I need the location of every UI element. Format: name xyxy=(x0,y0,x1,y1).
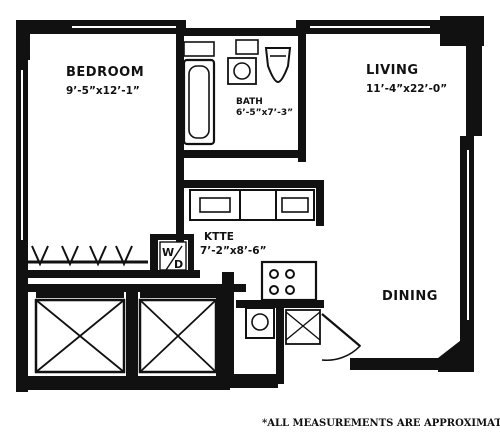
fridge xyxy=(245,307,275,339)
measurement-note: *ALL MEASUREMENTS ARE APPROXIMATE xyxy=(262,418,500,429)
wall-bath-bottom xyxy=(178,150,304,158)
closets xyxy=(34,290,218,374)
wall-closet-right xyxy=(216,290,226,378)
hanger-2 xyxy=(61,245,79,267)
closet-left-x2 xyxy=(35,299,125,373)
entry-door-swing xyxy=(321,313,362,362)
wall-wd-left xyxy=(150,236,158,274)
bedroom-dimensions: 9’-5”x12’-1” xyxy=(66,85,140,97)
wall-bottom-left xyxy=(16,376,230,390)
wall-top-bath xyxy=(178,28,302,36)
closet-left-lintel xyxy=(36,290,124,298)
wall-wd-top xyxy=(150,234,194,240)
bathtub-inner xyxy=(188,65,210,139)
kitchen-counter xyxy=(189,189,315,221)
stove-burner-1 xyxy=(269,269,279,279)
wall-closet-mid xyxy=(126,290,138,378)
hanger-1 xyxy=(31,245,49,267)
wall-closet-top xyxy=(22,270,200,278)
closet-rods xyxy=(24,245,148,267)
wall-right-upper xyxy=(466,16,482,136)
kitchen-sink xyxy=(199,197,231,213)
kitchenette-dimensions: 7’-2”x8’-6” xyxy=(200,245,267,257)
windows xyxy=(21,26,469,320)
wall-closet-bottom xyxy=(22,284,246,292)
closet-left xyxy=(34,298,126,374)
entry-door-leaf xyxy=(321,313,361,347)
bath-sink xyxy=(227,57,257,85)
bedroom-label: BEDROOM xyxy=(66,65,144,80)
bath-dimensions: 6’-5”x7’-3” xyxy=(236,108,293,118)
stove-burner-3 xyxy=(269,285,279,295)
stove xyxy=(260,260,318,302)
washer-dryer-slash xyxy=(165,245,183,271)
wall-wd-right xyxy=(188,236,194,274)
stove-burner-4 xyxy=(285,285,295,295)
wall-corridor-right xyxy=(276,300,284,384)
wall-entry-top xyxy=(236,300,324,308)
stove-burner-2 xyxy=(285,269,295,279)
wall-kitchen-right xyxy=(316,180,324,226)
corridor-closet-door xyxy=(285,311,321,341)
wd-unit xyxy=(159,241,187,271)
wall-kitchen-top xyxy=(178,180,322,188)
toilet xyxy=(264,47,292,84)
closet-right-lintel xyxy=(140,290,216,298)
wall-bath-left xyxy=(176,30,184,190)
corner-bottom-right xyxy=(438,330,474,372)
dining-label: DINING xyxy=(382,289,438,304)
corridor-closet xyxy=(285,309,321,345)
bath-fixtures xyxy=(182,39,292,146)
doors xyxy=(285,309,362,362)
bath-shelf xyxy=(183,41,215,57)
wall-bath-right xyxy=(298,30,306,162)
kitchen-fixtures xyxy=(159,189,318,339)
kitchen-sink-2 xyxy=(281,197,309,213)
bathtub xyxy=(182,58,216,146)
closet-right-x2 xyxy=(139,299,217,373)
washer-dryer-label-d: D xyxy=(174,258,183,271)
kitchenette-label: KTTE xyxy=(204,231,234,243)
living-label: LIVING xyxy=(366,63,419,78)
closet-right xyxy=(138,298,218,374)
hanger-4 xyxy=(115,245,133,267)
bath-cabinet xyxy=(235,39,259,55)
wall-kitchen-left xyxy=(176,180,184,242)
fridge-handle xyxy=(251,313,269,331)
living-dimensions: 11’-4”x22’-0” xyxy=(366,83,447,95)
washer-dryer-label-w: W xyxy=(162,246,174,259)
bath-label: BATH xyxy=(236,97,263,107)
bath-sink-basin xyxy=(233,62,251,80)
wall-bottom-corridor xyxy=(226,374,278,388)
hanger-3 xyxy=(89,245,107,267)
interior-walls xyxy=(22,30,324,384)
